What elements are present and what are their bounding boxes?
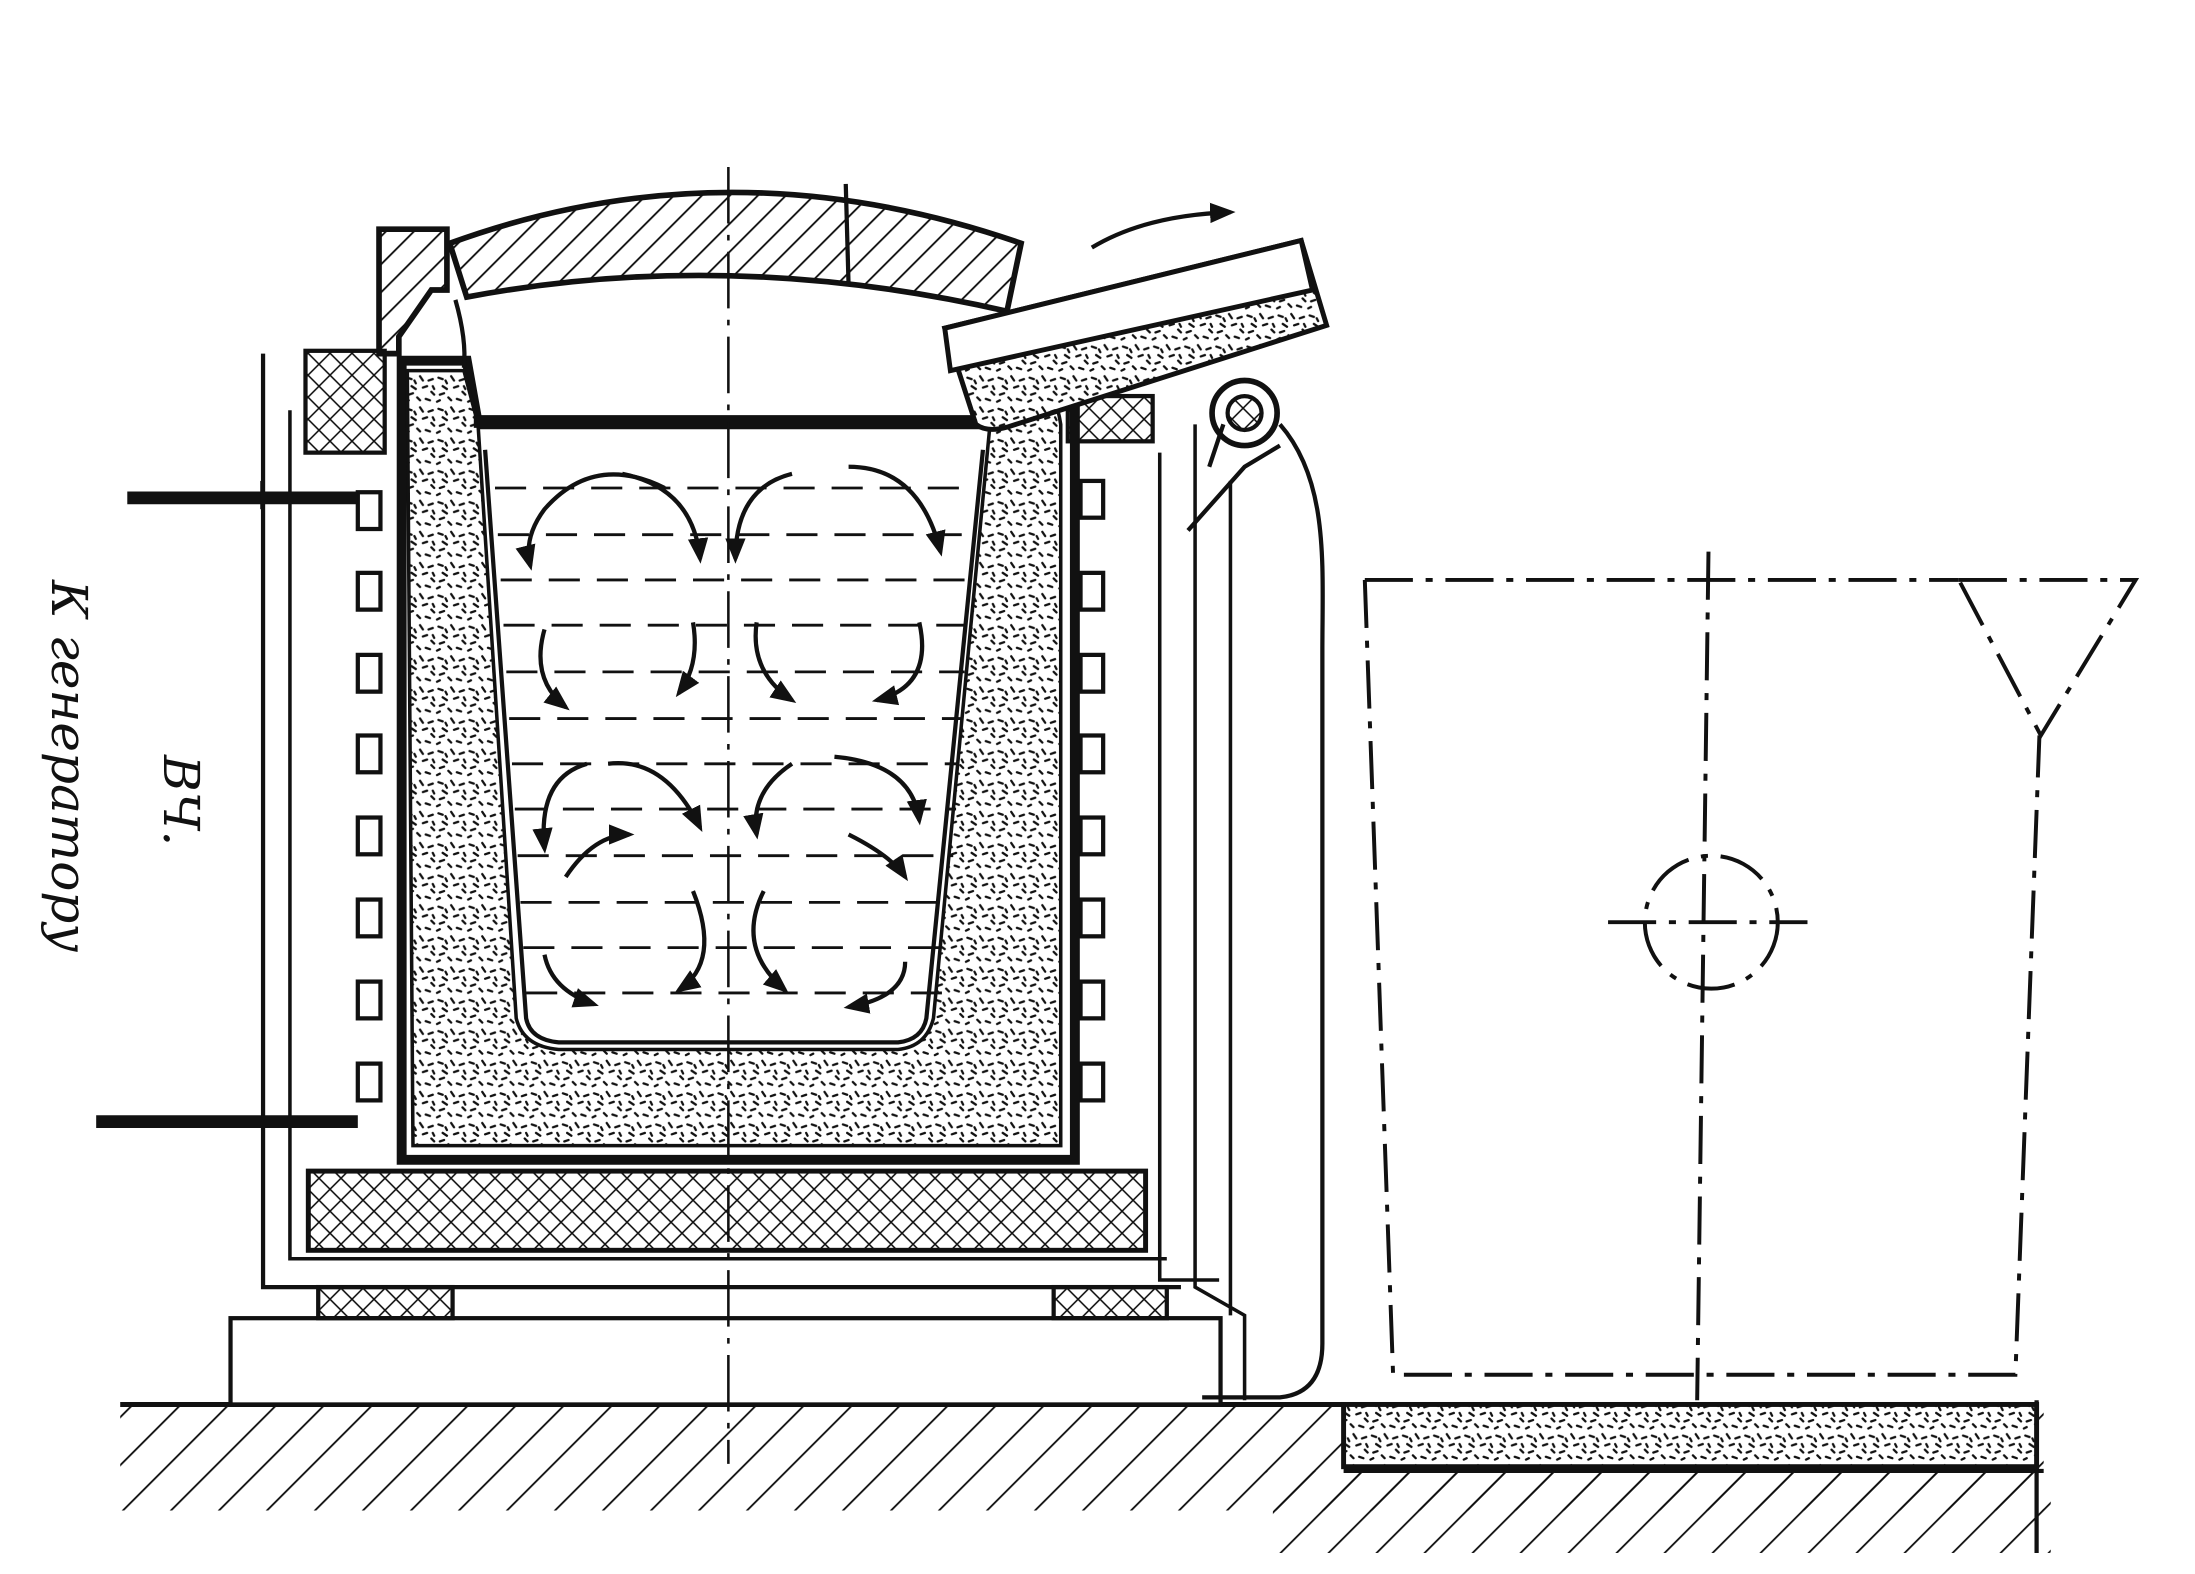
furnace-lid bbox=[446, 189, 1025, 315]
generator-label-line2: ВЧ. bbox=[152, 755, 210, 847]
tilt-frame bbox=[1157, 424, 1247, 1401]
furnace-housing bbox=[260, 353, 1181, 1290]
generator-label-line1: К генератору bbox=[40, 580, 98, 953]
tilt-direction-arrow bbox=[1090, 202, 1236, 250]
support-pad-left bbox=[316, 1284, 455, 1321]
support-pad-right bbox=[1051, 1284, 1169, 1321]
inductor-coil-left bbox=[355, 490, 383, 1103]
inductor-coil-right bbox=[1078, 478, 1106, 1103]
bottom-insulation-block bbox=[305, 1168, 1149, 1253]
tilt-pivot bbox=[1186, 377, 1282, 532]
base-plinth bbox=[228, 1316, 1223, 1407]
melt-level-lines bbox=[495, 486, 976, 995]
melt-bath bbox=[482, 449, 986, 1045]
circulation-arrows bbox=[515, 464, 946, 1014]
generator-leads bbox=[96, 491, 358, 1128]
lid-bracket bbox=[376, 226, 450, 357]
top-insulation-left bbox=[303, 348, 387, 455]
ladle-stand bbox=[1341, 1401, 2040, 1470]
ladle bbox=[1362, 551, 2140, 1401]
